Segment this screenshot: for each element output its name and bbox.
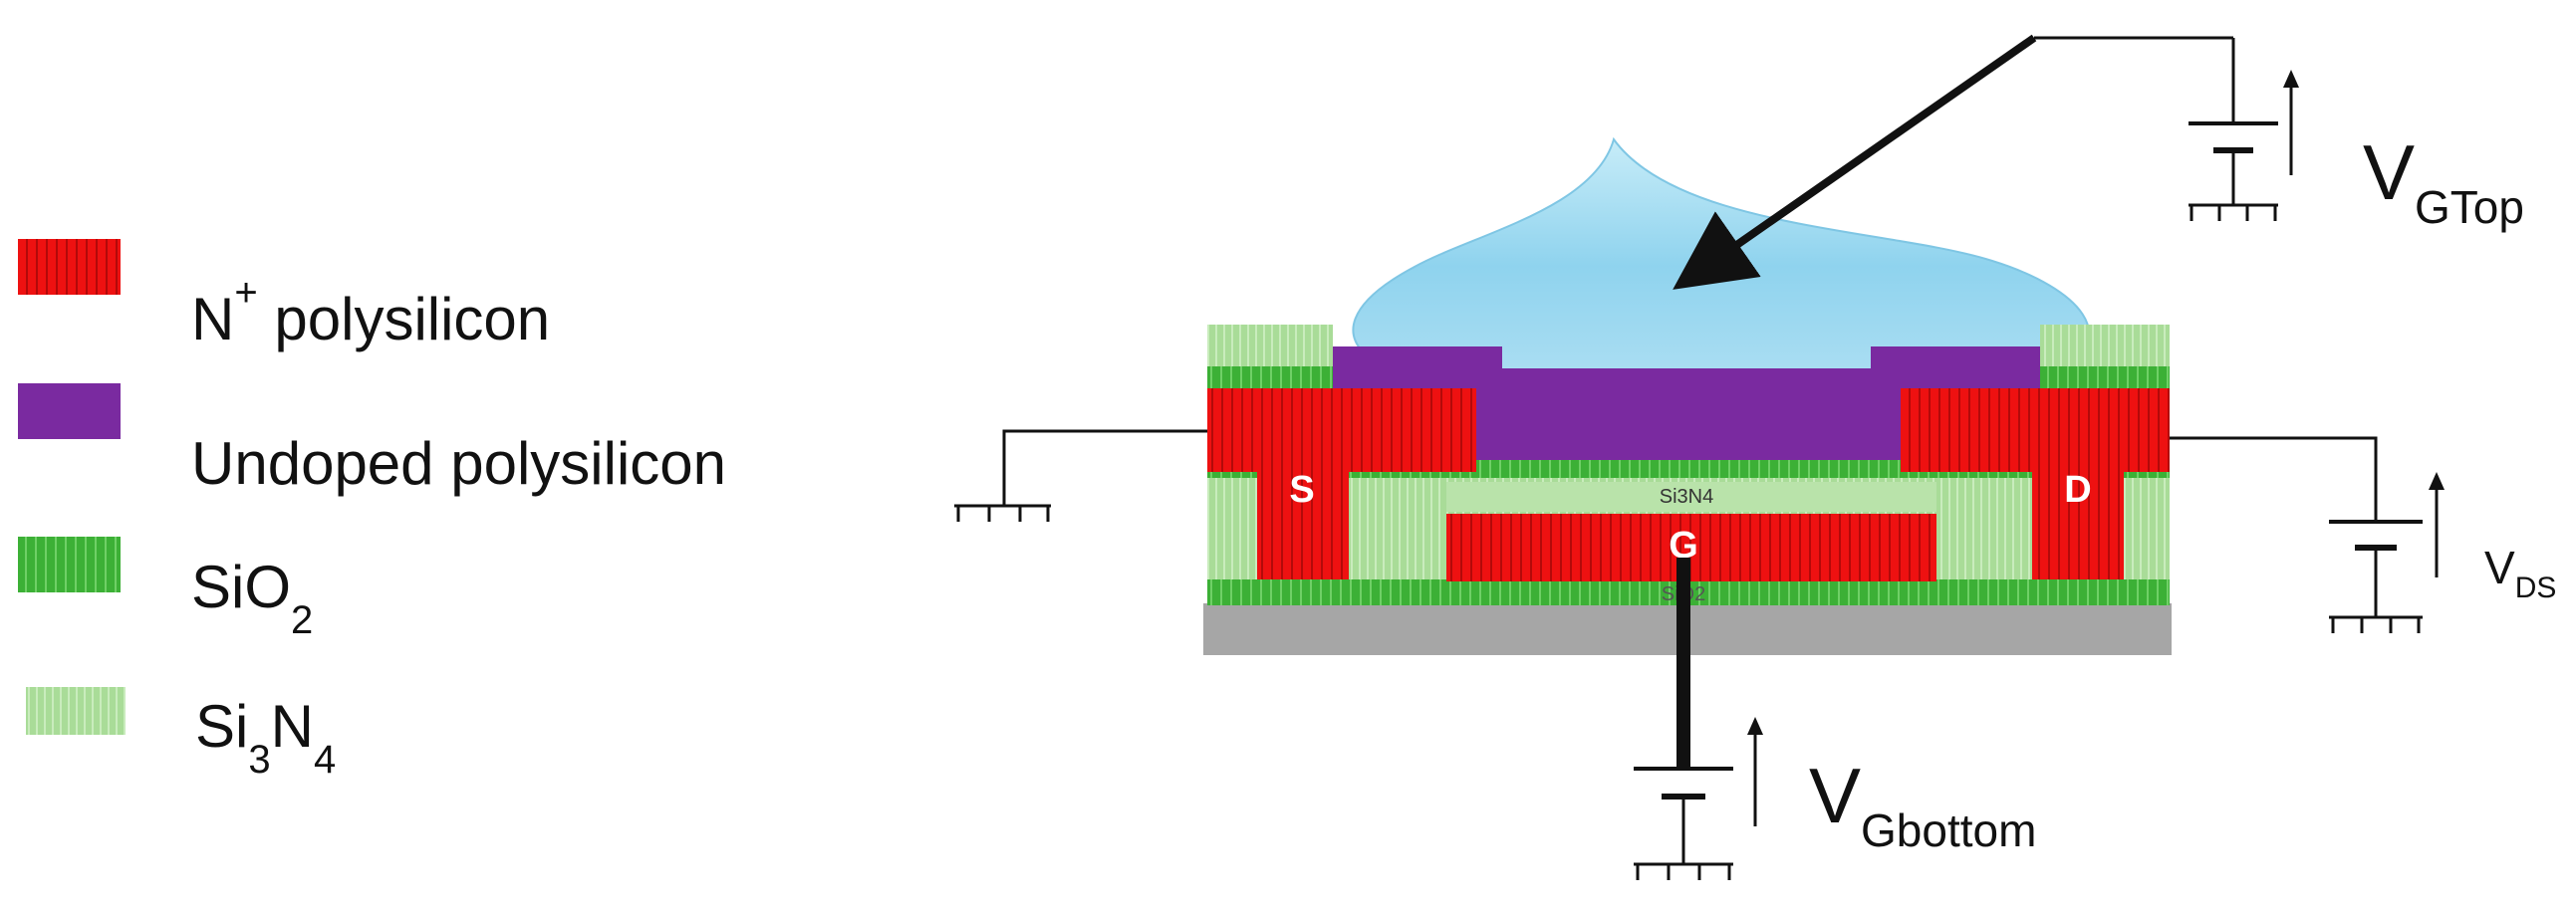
passivation-right-band xyxy=(2040,366,2170,388)
gate-nitride-layer xyxy=(1446,482,1936,512)
top-gate-ground-icon xyxy=(2189,203,2278,221)
legend-label-undoped: Undoped polysilicon xyxy=(191,430,726,497)
legend-label-nplus: N+ polysilicon xyxy=(191,271,550,352)
legend-swatch-si3n4 xyxy=(26,687,126,735)
source-ground-icon xyxy=(954,504,1051,522)
legend-swatch-sio2 xyxy=(18,537,121,592)
label-vds: VDS xyxy=(2484,542,2556,604)
legend-swatch-nplus xyxy=(18,239,121,295)
legend-label-si3n4: Si3N4 xyxy=(195,693,336,782)
undoped-right-step xyxy=(1871,346,2040,388)
legend-swatch-undoped xyxy=(18,383,121,439)
source-top xyxy=(1207,388,1476,472)
label-vgtop: VGTop xyxy=(2363,128,2524,233)
drain-wire xyxy=(2170,436,2378,522)
circuit xyxy=(954,34,2445,880)
source-label: S xyxy=(1289,469,1314,511)
undoped-left-step xyxy=(1333,346,1502,388)
bottom-gate-battery-icon xyxy=(1634,767,1733,864)
passivation-left-band xyxy=(1207,366,1333,388)
label-vgbottom: VGbottom xyxy=(1809,752,2036,856)
nplus-prefix: N xyxy=(191,286,234,352)
bottom-gate xyxy=(1446,514,1936,581)
drain-leg xyxy=(2032,468,2124,579)
legend: N+ polysilicon Undoped polysilicon SiO2 … xyxy=(18,239,726,782)
top-gate-arrow xyxy=(1673,34,2037,290)
drain-label: D xyxy=(2064,469,2091,511)
nplus-superscript: + xyxy=(234,271,257,315)
nitride-label: Si3N4 xyxy=(1660,486,1713,508)
drain-top xyxy=(1901,388,2170,472)
source-wire xyxy=(1002,429,1207,506)
top-gate-battery-icon xyxy=(2189,121,2278,205)
nplus-suffix: polysilicon xyxy=(258,286,550,352)
legend-label-sio2: SiO2 xyxy=(191,554,313,642)
undoped-channel xyxy=(1476,368,1901,460)
drain-battery-icon xyxy=(2329,520,2423,617)
device-cross-section: Si3N4 G SiO2 S D xyxy=(1203,136,2172,655)
bottom-gate-ground-icon xyxy=(1634,862,1733,880)
source-leg xyxy=(1257,468,1349,579)
drain-ground-icon xyxy=(2329,615,2423,633)
